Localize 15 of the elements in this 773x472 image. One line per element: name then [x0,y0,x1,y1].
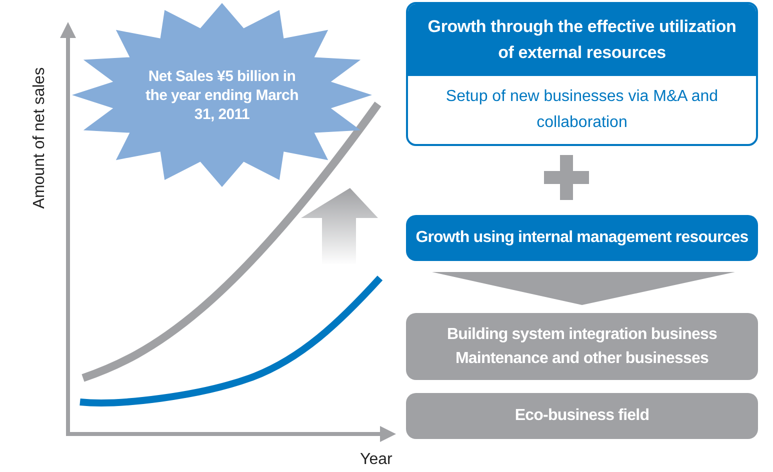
box-text: Maintenance and other businesses [455,348,709,368]
card [406,2,758,146]
box-text: Growth using internal management resources [416,228,748,248]
axis-label: Year [360,450,392,470]
chevron-arrow [432,272,735,305]
category-box [406,393,758,439]
box-text: Eco-business field [514,406,650,426]
card-body-text: Setup of new businesses via M&A and collaboration [444,87,720,133]
starburst-shape [72,3,372,187]
axis-label: Amount of net sales [30,66,49,211]
card-header: Growth through the effective utilization of external resources [408,4,756,76]
process-box [406,215,758,261]
starburst-text: Net Sales ¥5 billion in the year ending March 31, 2011 [145,66,299,124]
category-box [406,313,758,380]
box-text: Building system integration business [446,324,718,344]
